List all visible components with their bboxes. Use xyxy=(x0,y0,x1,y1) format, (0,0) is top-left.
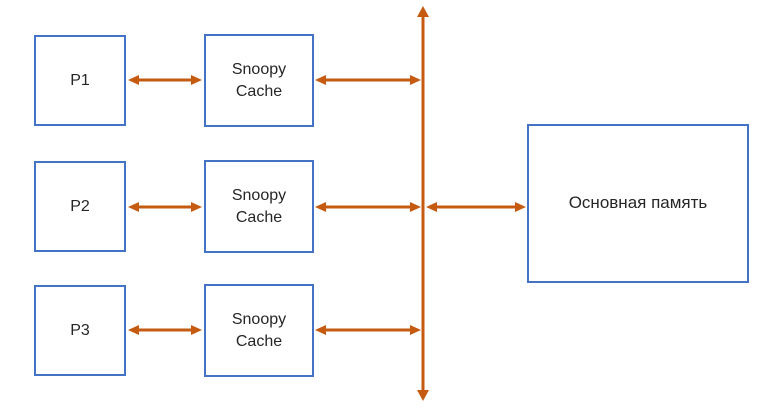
arrowhead-right-icon xyxy=(515,202,526,212)
arrowhead-right-icon xyxy=(410,202,421,212)
processor-box-p3: P3 xyxy=(34,285,126,376)
snoopy-cache-box-2: Snoopy Cache xyxy=(204,160,314,253)
bus-arrowhead-down-icon xyxy=(417,390,429,401)
snoopy-cache-box-1: Snoopy Cache xyxy=(204,34,314,127)
processor-box-p2: P2 xyxy=(34,161,126,252)
arrowhead-left-icon xyxy=(128,202,139,212)
arrowhead-left-icon xyxy=(315,75,326,85)
bus-arrowhead-up-icon xyxy=(417,6,429,17)
arrowhead-right-icon xyxy=(191,202,202,212)
processor-label: P2 xyxy=(70,197,90,215)
cache-label: Snoopy Cache xyxy=(231,60,287,100)
processor-box-p1: P1 xyxy=(34,35,126,126)
cache-label: Snoopy Cache xyxy=(231,186,287,226)
arrowhead-left-icon xyxy=(315,325,326,335)
arrowhead-right-icon xyxy=(410,325,421,335)
arrowhead-right-icon xyxy=(191,325,202,335)
arrowhead-left-icon xyxy=(128,325,139,335)
cache-label: Snoopy Cache xyxy=(231,310,287,350)
arrowhead-right-icon xyxy=(191,75,202,85)
processor-label: P3 xyxy=(70,321,90,339)
arrowhead-left-icon xyxy=(315,202,326,212)
snoopy-cache-box-3: Snoopy Cache xyxy=(204,284,314,377)
arrowhead-left-icon xyxy=(426,202,437,212)
processor-label: P1 xyxy=(70,71,90,89)
arrowhead-right-icon xyxy=(410,75,421,85)
main-memory-label: Основная память xyxy=(568,193,708,213)
main-memory-box: Основная память xyxy=(527,124,749,283)
arrowhead-left-icon xyxy=(128,75,139,85)
